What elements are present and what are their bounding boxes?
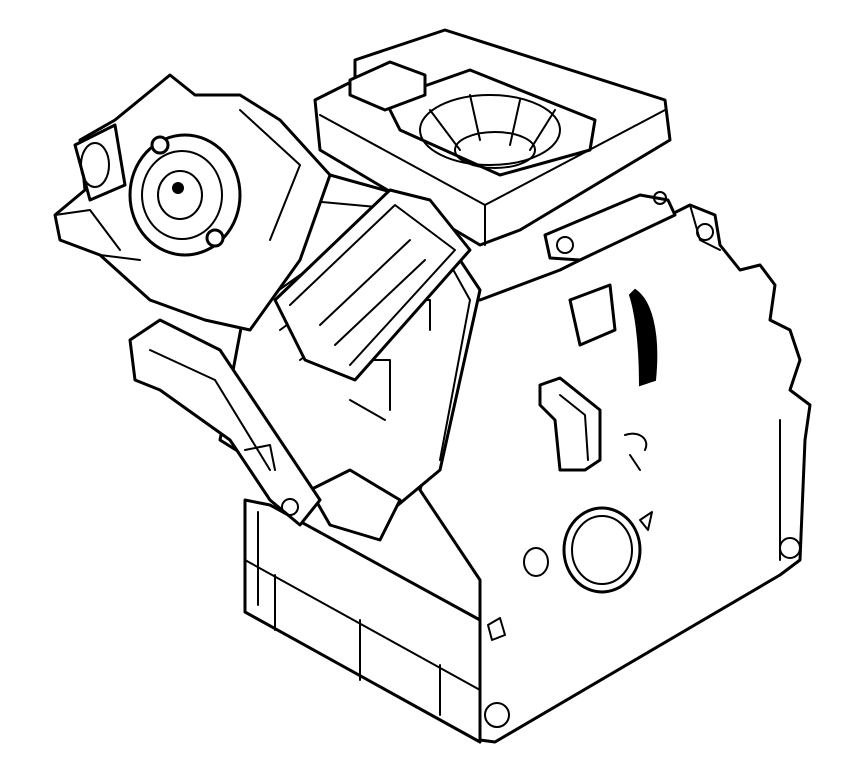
crankcase-port [487,506,653,641]
lever-bracket [538,283,658,472]
crankcase-base [243,498,482,744]
valve-cover [273,188,472,382]
crankcase-side-face [418,203,812,744]
intake-arm [128,318,322,527]
carburetor-assembly [53,73,332,332]
cylinder-head [313,28,677,262]
